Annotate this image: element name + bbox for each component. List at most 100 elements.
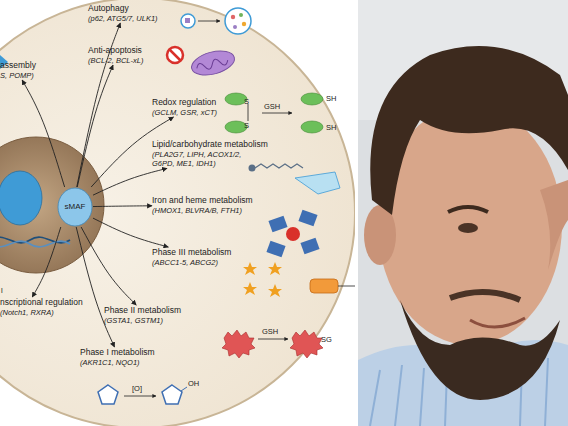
prohibition-sign <box>169 49 181 61</box>
target-category: Iron and heme metabolism(HMOX1, BLVRA/B,… <box>152 195 253 215</box>
regulation-arrow <box>77 65 113 187</box>
category-heading: Iron and heme metabolism <box>152 195 253 206</box>
gene-list: (GCLM, GSR, xCT) <box>152 108 217 117</box>
gene-list: S, POMP) <box>0 71 36 80</box>
drug-star <box>243 282 257 295</box>
dna-helix <box>0 241 70 247</box>
regulation-arrow <box>76 227 114 347</box>
xenobiotic-icon <box>222 330 255 358</box>
protein-icon <box>301 93 323 105</box>
disulfide-bond <box>248 104 249 121</box>
product-pentagon <box>162 385 182 404</box>
substrate-pentagon <box>98 385 118 404</box>
face-shadow <box>540 180 568 270</box>
degradation-dot <box>231 15 235 19</box>
target-category: Phase III metabolism(ABCC1-5, ABCG2) <box>152 247 231 267</box>
nucleus <box>0 137 104 273</box>
molecule-label: [O] <box>132 385 142 393</box>
gene-list: (ABCC1-5, ABCG2) <box>152 258 231 267</box>
prohibition-sign <box>167 47 183 63</box>
target-category: Phase I metabolism(AKR1C1, NQO1) <box>80 347 155 367</box>
category-heading: Anti-apoptosis <box>88 45 143 56</box>
autolysosome-icon <box>225 8 251 34</box>
phagophore-icon <box>181 14 195 28</box>
regulation-arrow <box>93 205 152 207</box>
drug-star <box>243 262 257 275</box>
molecule-label: SH <box>326 95 336 103</box>
gene-list: (Notch1, RXRA) <box>0 308 55 317</box>
heme-ring <box>266 241 285 258</box>
cell-membrane <box>0 0 355 426</box>
cargo-icon <box>185 18 190 23</box>
conjugate-icon <box>290 330 323 358</box>
protein-icon <box>301 121 323 133</box>
heme-ring <box>300 238 319 255</box>
category-heading: Phase III metabolism <box>152 247 231 258</box>
regulation-arrow <box>22 80 65 187</box>
target-category: Redox regulation(GCLM, GSR, xCT) <box>152 97 217 117</box>
hydroxyl-bond <box>181 387 187 391</box>
efflux-transporter <box>310 279 338 293</box>
target-category: nscriptional regulation(Notch1, RXRA) <box>0 297 55 317</box>
category-heading: nscriptional regulation <box>0 297 55 308</box>
target-category: Autophagy(p62, ATG5/7, ULK1) <box>88 3 158 23</box>
gene-list: (HMOX1, BLVRA/B, FTH1) <box>152 206 253 215</box>
process-arrow <box>198 21 220 22</box>
regulation-arrow <box>93 218 168 247</box>
regulation-arrow <box>81 227 136 305</box>
target-category: Anti-apoptosis(BCL-2, BCL-xL) <box>88 45 143 65</box>
target-category: assemblyS, POMP) <box>0 60 36 80</box>
mouth <box>470 318 525 327</box>
mustache <box>450 292 520 300</box>
beard <box>400 300 560 400</box>
category-heading: Phase II metabolism <box>104 305 181 316</box>
gene-list: (PLA2G7, LIPH, ACOX1/2, G6PD, ME1, IDH1) <box>152 150 252 169</box>
drug-star <box>268 262 282 275</box>
panel-gap <box>355 0 358 426</box>
process-arrow <box>258 339 288 340</box>
molecule-label: SH <box>326 124 336 132</box>
protein-name: sMAF <box>57 187 93 227</box>
molecule-label: S <box>244 98 249 106</box>
eyebrow <box>448 207 488 212</box>
heme-ring <box>298 210 317 227</box>
process-arrow <box>124 396 156 397</box>
molecule-label: OH <box>188 380 199 388</box>
degradation-dot <box>242 22 246 26</box>
dna-helix <box>0 237 70 243</box>
process-arrow <box>262 113 292 114</box>
molecule-label: SG <box>321 336 332 344</box>
smaf-protein: sMAF <box>57 187 93 227</box>
lipid-chain <box>255 164 303 168</box>
hair <box>370 46 568 215</box>
gene-list: (BCL-2, BCL-xL) <box>88 56 143 65</box>
gene-list: (p62, ATG5/7, ULK1) <box>88 14 158 23</box>
drug-star <box>268 284 282 297</box>
target-category: Lipid/carbohydrate metabolism(PLA2G7, LI… <box>152 139 252 168</box>
nrf2-protein <box>0 171 42 225</box>
molecule-label: GSH <box>262 328 278 336</box>
category-heading: Autophagy <box>88 3 158 14</box>
carbohydrate-icon <box>295 172 340 194</box>
gene-list: (AKR1C1, NQO1) <box>80 358 155 367</box>
regulation-arrow <box>32 227 61 297</box>
regulation-arrow <box>93 168 167 195</box>
degradation-dot <box>233 25 237 29</box>
target-category: Phase II metabolism(GSTA1, GSTM1) <box>104 305 181 325</box>
category-heading: Redox regulation <box>152 97 217 108</box>
smaf-outline <box>58 188 92 226</box>
mitochondrion-icon <box>189 47 237 80</box>
molecule-label: S <box>244 122 249 130</box>
category-heading: Phase I metabolism <box>80 347 155 358</box>
protein-icon <box>225 93 247 105</box>
molecule-label: l <box>1 287 3 295</box>
heme-ring <box>268 216 287 233</box>
eye <box>458 223 478 233</box>
degradation-dot <box>239 13 243 17</box>
category-heading: assembly <box>0 60 36 71</box>
molecule-label: GSH <box>264 103 280 111</box>
category-heading: Lipid/carbohydrate metabolism <box>152 139 252 150</box>
gene-list: (GSTA1, GSTM1) <box>104 316 181 325</box>
lipid-head <box>249 165 256 172</box>
